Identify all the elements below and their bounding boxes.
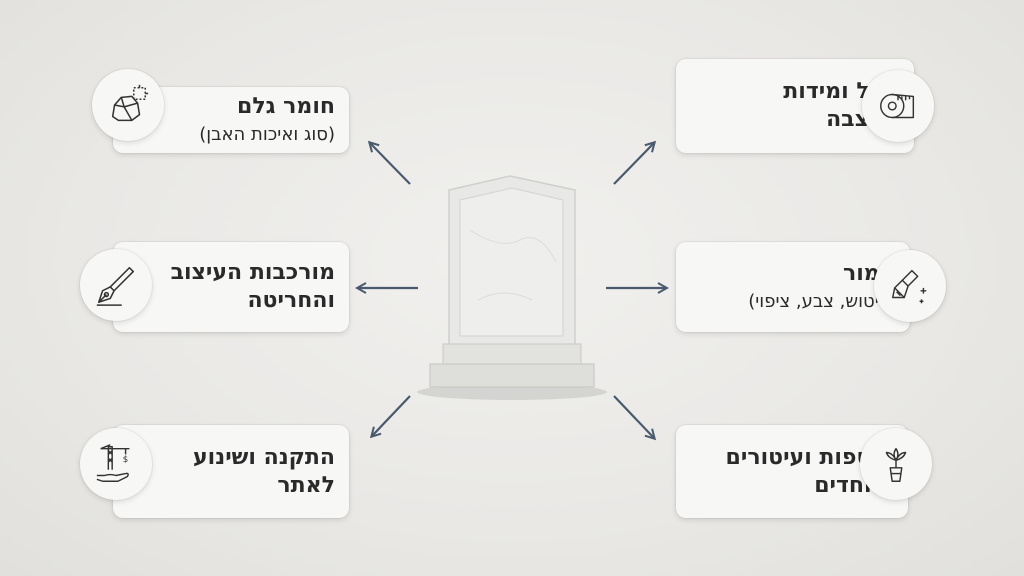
polish-brush-icon <box>874 250 946 322</box>
card-finish: גימור (ליטוש, צבע, ציפוי) <box>676 242 910 332</box>
pen-nib-icon <box>80 249 152 321</box>
card-installation: התקנה ושינוע לאתר <box>113 425 349 518</box>
vase-flowers-icon <box>860 428 932 500</box>
stone-icon <box>92 69 164 141</box>
crane-hand-icon: $ <box>80 428 152 500</box>
arrow-to-size <box>613 143 654 185</box>
card-subtitle: (סוג ואיכות האבן) <box>199 124 335 145</box>
measuring-tape-icon <box>862 70 934 142</box>
arrow-to-raw-material <box>370 143 411 185</box>
card-design-complexity: מורכבות העיצוב והחריטה <box>113 242 349 332</box>
arrow-to-additions <box>613 395 654 438</box>
card-title: גימור <box>842 261 896 286</box>
tombstone-icon <box>417 175 607 400</box>
card-subtitle: (ליטוש, צבע, ציפוי) <box>748 291 896 312</box>
card-title: התקנה ושינוע לאתר <box>193 444 335 498</box>
card-title: מורכבות העיצוב והחריטה <box>170 260 335 313</box>
card-title: חומר גלם <box>237 94 335 119</box>
svg-text:$: $ <box>123 455 128 465</box>
arrow-to-installation <box>372 395 411 436</box>
